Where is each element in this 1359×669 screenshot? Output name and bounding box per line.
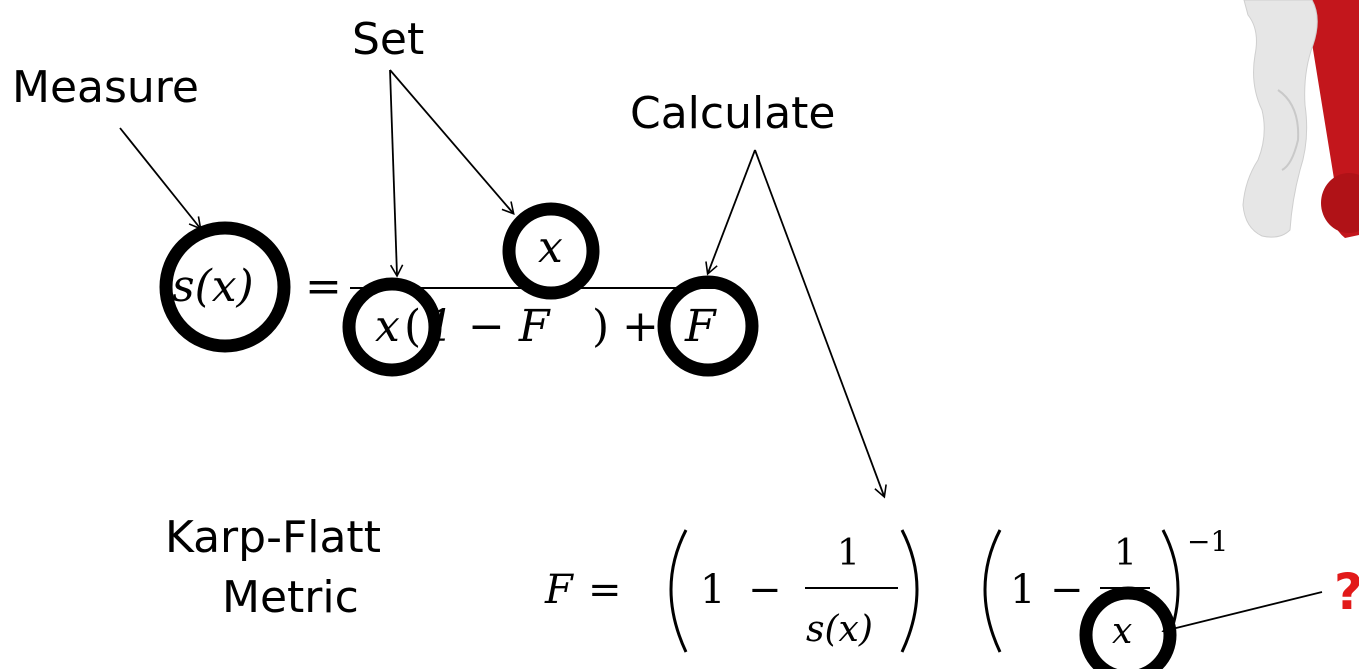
formula2-lhs: F	[545, 567, 573, 613]
circle-denominator-f	[657, 275, 759, 377]
formula2-frac2-denominator: x	[1112, 611, 1133, 652]
formula2-one-a: 1	[700, 567, 726, 613]
circle-sx	[159, 221, 291, 353]
formula2-left-paren-a	[669, 529, 688, 653]
formula2-exponent: −1	[1187, 525, 1229, 558]
arrow-calculate-to-formula2	[754, 149, 887, 499]
arrow-measure-to-sx	[119, 127, 202, 231]
set-label: Set	[352, 14, 425, 65]
arrow-calculate-to-f	[705, 149, 756, 276]
karp-flatt-label-line2: Metric	[222, 572, 359, 623]
arrow-set-to-denominator-x	[389, 69, 404, 278]
formula2-frac2-numerator: 1	[1114, 533, 1137, 574]
formula2-equals: =	[588, 567, 622, 613]
formula2-right-paren-a	[900, 529, 919, 653]
arrow-question-to-x	[1161, 591, 1323, 636]
formula2-one-b: 1	[1010, 567, 1036, 613]
karp-flatt-label-line1: Karp-Flatt	[165, 512, 381, 563]
measure-label: Measure	[12, 62, 199, 113]
formula1-denominator-middle: 1 − F	[426, 301, 550, 352]
question-mark: ?	[1334, 563, 1359, 621]
formula1-denominator-plus: +	[622, 301, 659, 352]
formula1-numerator: x	[538, 222, 563, 273]
formula2-minus-a: −	[748, 567, 782, 613]
formula1-denominator-x: x	[375, 301, 400, 352]
circle-numerator-x	[502, 202, 600, 300]
circle-denominator-x	[342, 277, 442, 377]
formula2-minus-b: −	[1050, 567, 1084, 613]
formula2-frac1-numerator: 1	[837, 533, 860, 574]
formula2-left-paren-b	[983, 529, 1002, 653]
formula1-equals: =	[305, 261, 342, 312]
circle-frac2-x	[1079, 586, 1177, 669]
formula1-denominator-f: F	[685, 301, 716, 352]
formula2-frac1-denominator: s(x)	[806, 609, 873, 650]
thinking-figure-icon	[1242, 0, 1359, 238]
arrow-set-to-numerator-x	[389, 69, 515, 216]
calculate-label: Calculate	[630, 88, 836, 139]
formula1-denominator-open-paren: (	[404, 301, 422, 352]
formula1-lhs: s(x)	[172, 261, 254, 312]
formula1-denominator-close-paren: )	[592, 301, 610, 352]
